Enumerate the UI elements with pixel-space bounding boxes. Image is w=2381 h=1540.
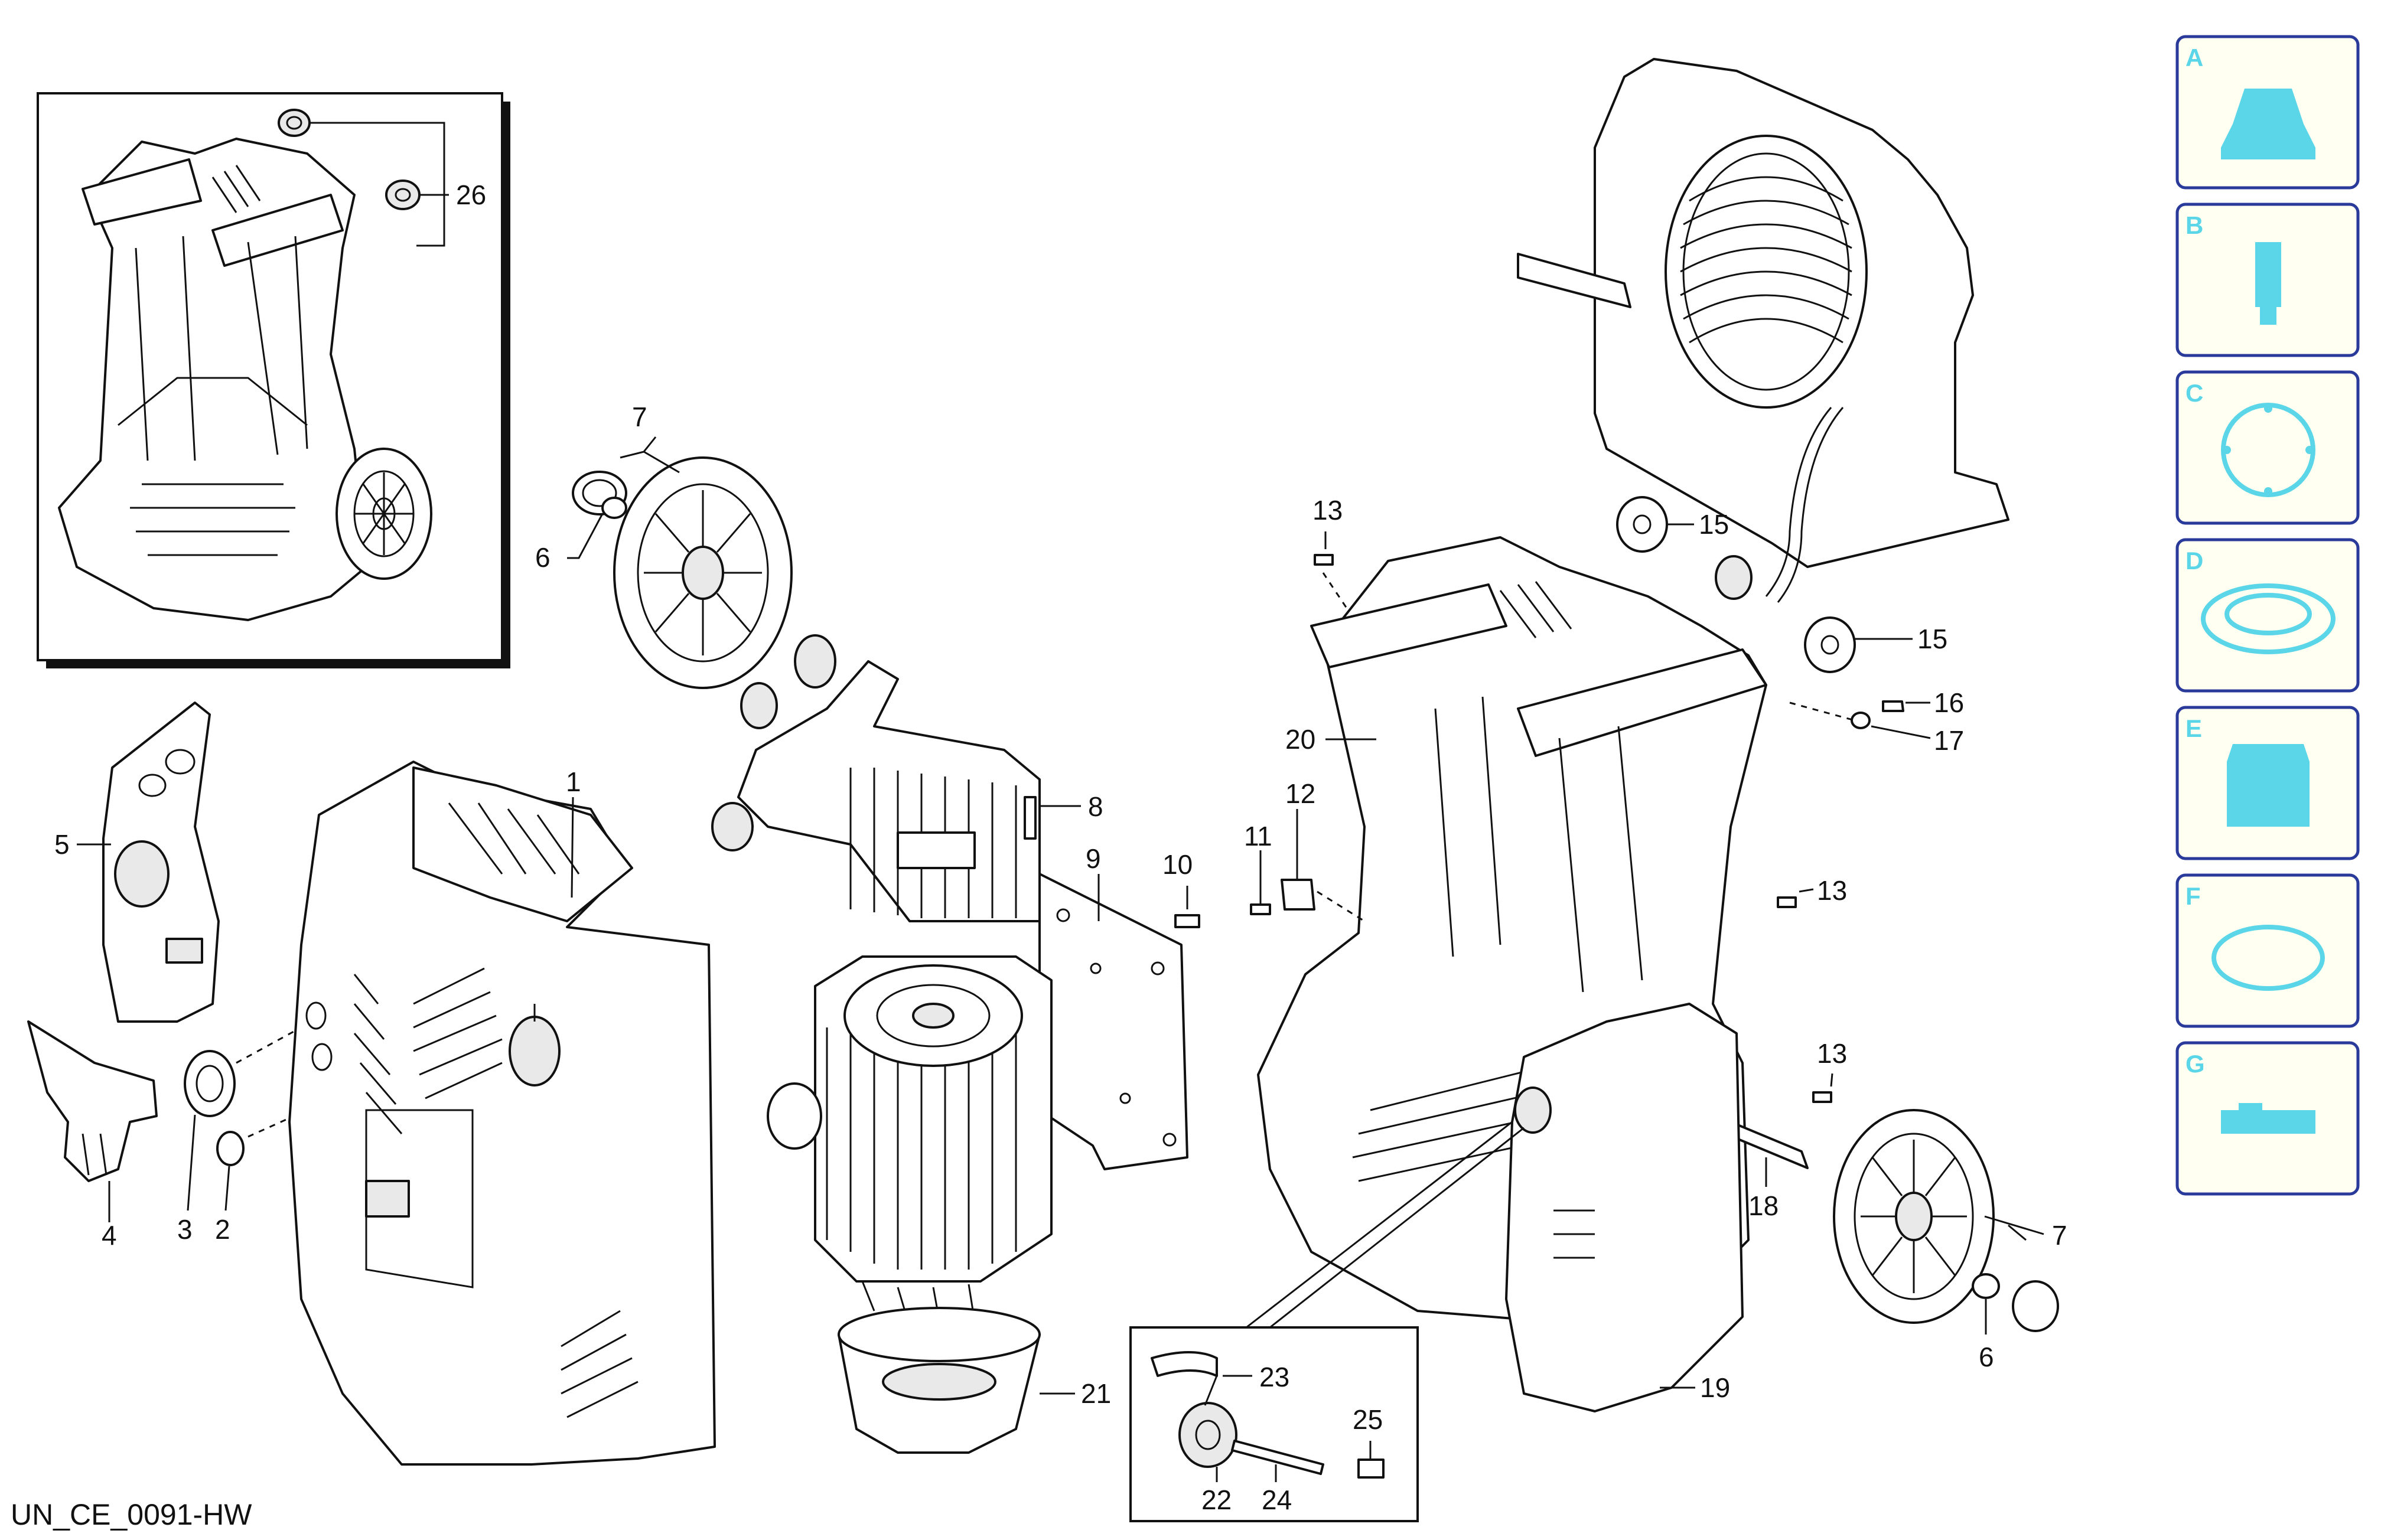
kit-tile-b[interactable]: B	[2175, 203, 2360, 357]
kit-panel: A B C D	[2175, 35, 2360, 1196]
callout-7-right: 7	[2052, 1220, 2067, 1251]
callout-5: 5	[54, 829, 70, 860]
part-6-washer-left: 6	[535, 497, 627, 573]
kit-tile-g[interactable]: G	[2175, 1041, 2360, 1196]
callout-16: 16	[1934, 687, 1964, 718]
part-17-washer: 17	[1789, 702, 1964, 756]
part-12-clip: 12	[1281, 778, 1365, 922]
o-ring-icon	[2211, 925, 2325, 991]
hose-reel-assembly	[1517, 58, 2009, 603]
part-7-wheel-left: 7	[572, 402, 793, 689]
coupling-icon	[2227, 744, 2310, 827]
callout-18: 18	[1748, 1190, 1779, 1221]
callout-4: 4	[102, 1220, 117, 1251]
callout-20: 20	[1285, 724, 1315, 755]
callout-13-top: 13	[1312, 495, 1343, 526]
part-21-filter-bowl: 21	[838, 1307, 1111, 1454]
diagram-reference-code: UN_CE_0091-HW	[11, 1498, 252, 1531]
callout-8: 8	[1088, 791, 1103, 822]
motor-assembly	[767, 955, 1053, 1320]
kit-letter-d: D	[2185, 547, 2203, 575]
kit-letter-c: C	[2185, 379, 2203, 407]
kit-letter-f: F	[2185, 882, 2201, 910]
part-2-switch-cap: 2	[215, 1026, 308, 1245]
kit-letter-e: E	[2185, 714, 2202, 742]
callout-15-side: 15	[1917, 624, 1947, 654]
callout-1: 1	[566, 766, 581, 797]
callout-25: 25	[1353, 1404, 1383, 1435]
callout-3: 3	[177, 1214, 193, 1245]
inset-view-trolley: 26	[37, 92, 510, 668]
callout-26: 26	[456, 180, 486, 210]
callout-7-left: 7	[632, 402, 647, 432]
detail-box-parts-22-25: 23 22 24 25	[1129, 1121, 1525, 1522]
part-15-roller-top: 15	[1616, 496, 1729, 553]
part-16-bolt: 16	[1882, 687, 1964, 718]
part-13-screw-low: 13	[1812, 1038, 1847, 1103]
kit-tile-a[interactable]: A	[2175, 35, 2360, 190]
inset-part-26-rollers	[278, 109, 449, 247]
callout-24: 24	[1262, 1484, 1292, 1515]
filter-cartridge-icon	[2255, 242, 2281, 325]
callout-6-left: 6	[535, 542, 551, 573]
part-13-screw-mid: 13	[1777, 875, 1847, 908]
part-5-cord-holder: 5	[54, 702, 220, 1023]
callout-10: 10	[1162, 849, 1193, 880]
callout-13-low: 13	[1817, 1038, 1847, 1069]
kit-tile-f[interactable]: F	[2175, 873, 2360, 1028]
callout-9: 9	[1086, 843, 1101, 874]
part-9-mount-plate: 9	[1038, 843, 1188, 1170]
callout-23: 23	[1259, 1362, 1289, 1392]
part-13-screw-top: 13	[1312, 495, 1348, 609]
part-6-washer-right: 6	[1972, 1273, 2059, 1372]
kit-letter-a: A	[2185, 44, 2203, 71]
callout-15-top: 15	[1699, 509, 1729, 540]
callout-19: 19	[1700, 1372, 1730, 1403]
part-19-rear-panel: 19	[1505, 1003, 1744, 1412]
kit-letter-b: B	[2185, 211, 2203, 239]
part-8-pin: 8	[1024, 791, 1103, 840]
part-11-screw: 11	[1244, 821, 1272, 915]
gasket-ring-icon	[2221, 403, 2315, 497]
kit-tile-c[interactable]: C	[2175, 370, 2360, 525]
part-15-roller-side: 15	[1804, 616, 1947, 673]
seal-ring-icon	[2201, 583, 2336, 654]
callout-21: 21	[1081, 1378, 1111, 1409]
kit-tile-d[interactable]: D	[2175, 538, 2360, 693]
part-3-switch-knob: 3	[177, 1050, 236, 1245]
kit-letter-g: G	[2185, 1050, 2205, 1078]
callout-13-mid: 13	[1817, 875, 1847, 906]
callout-2: 2	[215, 1214, 230, 1245]
kit-tile-e[interactable]: E	[2175, 706, 2360, 860]
callout-17: 17	[1934, 725, 1964, 756]
callout-6-right: 6	[1979, 1342, 1994, 1372]
callout-11: 11	[1244, 821, 1272, 851]
inset-wheel	[336, 448, 432, 580]
part-1-front-housing: 1	[288, 761, 716, 1466]
pump-head-assembly	[711, 634, 1041, 922]
callout-22: 22	[1201, 1484, 1232, 1515]
part-7-wheel-right: 7	[1833, 1109, 2067, 1324]
nozzle-cap-icon	[2221, 89, 2315, 159]
callout-12: 12	[1285, 778, 1315, 809]
part-10-screw: 10	[1162, 849, 1200, 928]
inset-trolley-frame	[58, 138, 367, 621]
flat-plate-icon	[2221, 1103, 2315, 1134]
part-18-axle: 18	[1729, 1121, 1809, 1221]
part-4-hook-bracket: 4	[27, 1020, 158, 1251]
